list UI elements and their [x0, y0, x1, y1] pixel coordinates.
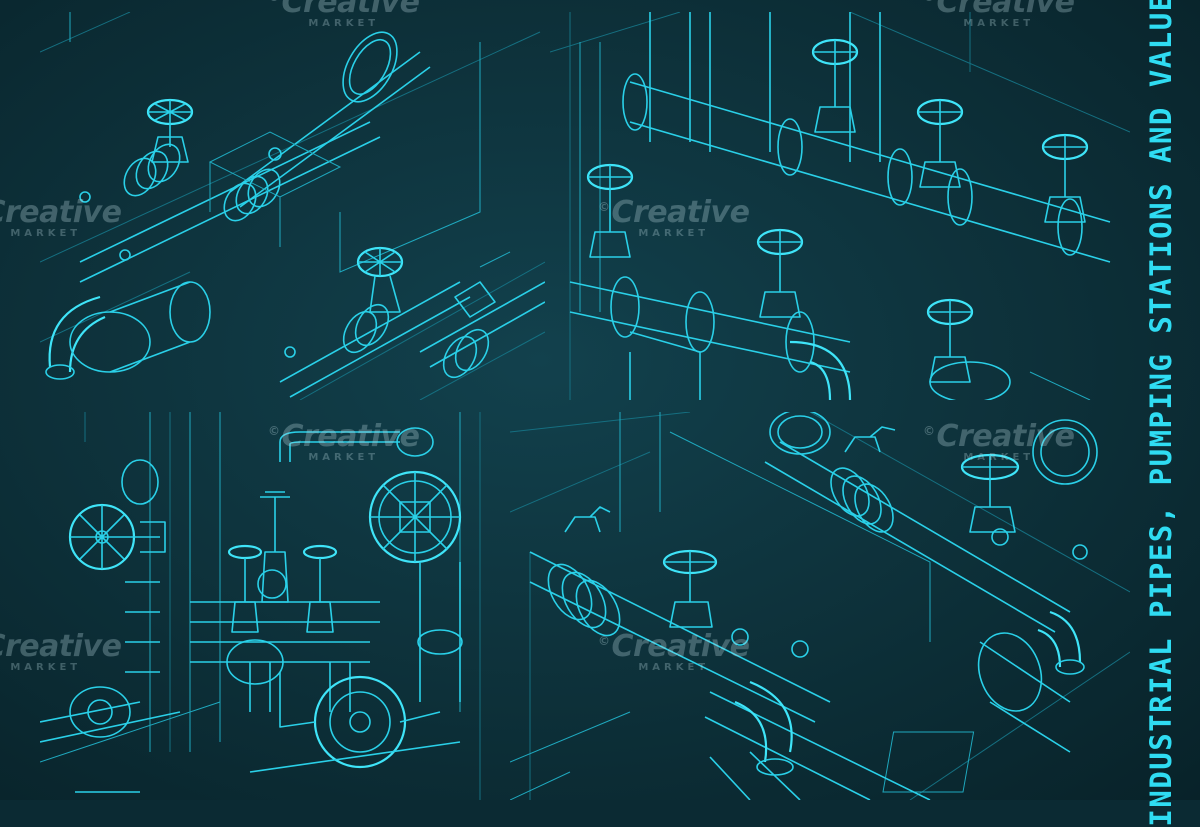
- panel-bottom-left: [40, 412, 505, 800]
- pumping-station-drawing: [40, 412, 481, 800]
- page-title: INDUSTRIAL PIPES, PUMPING STATIONS AND V…: [1144, 0, 1178, 827]
- panel-top-left: [40, 12, 545, 400]
- valve-manifold-drawing: [550, 12, 1130, 400]
- pipeline-drawing-top-left: [40, 12, 545, 400]
- panel-top-right: [550, 12, 1130, 400]
- panel-bottom-right: [510, 412, 1130, 800]
- vertical-title-strip: INDUSTRIAL PIPES, PUMPING STATIONS AND V…: [1137, 0, 1185, 827]
- pipeline-drawing-bottom-right: [510, 412, 1130, 800]
